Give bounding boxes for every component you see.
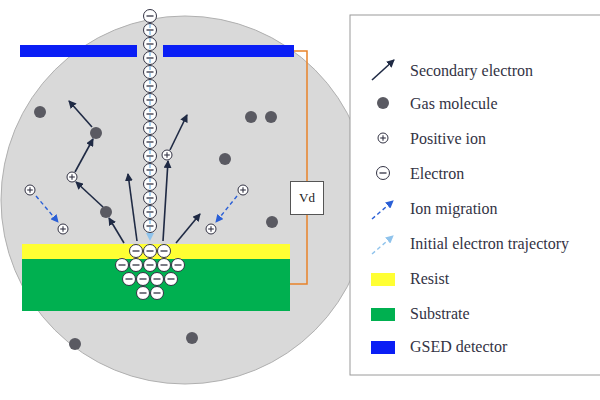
- legend-text: Gas molecule: [410, 95, 498, 113]
- legend-symbol: [372, 201, 393, 219]
- gsed-detector: [20, 45, 137, 57]
- legend-swatch: [371, 341, 395, 354]
- legend-symbol: [372, 236, 393, 254]
- legend-text: Positive ion: [410, 130, 486, 148]
- wire: [294, 51, 307, 181]
- legend-frame: [350, 15, 600, 375]
- legend-symbol: [372, 60, 394, 80]
- resist: [22, 244, 290, 259]
- gsed-detector: [163, 45, 294, 57]
- legend-swatch: [371, 308, 395, 321]
- gas-molecules: [34, 106, 278, 350]
- ion-migration: [36, 196, 237, 222]
- legend-text: Electron: [410, 165, 464, 183]
- voltage-label: Vd: [299, 190, 315, 206]
- legend-swatch: [371, 273, 395, 286]
- legend-symbol: [378, 133, 388, 143]
- legend-text: Substrate: [410, 305, 470, 323]
- substrate: [22, 259, 290, 311]
- secondary-electrons: [69, 101, 200, 243]
- initial-trajectory: [149, 24, 151, 240]
- legend-text: Secondary electron: [410, 62, 533, 80]
- wire: [290, 215, 307, 284]
- legend-text: Resist: [410, 270, 449, 288]
- legend-text: Initial electron trajectory: [410, 235, 569, 253]
- chamber: [1, 16, 369, 384]
- voltage-box: Vd: [290, 181, 324, 215]
- legend-symbol: [377, 97, 389, 109]
- trapped-electrons: [116, 245, 185, 300]
- legend-symbol: [377, 167, 390, 180]
- legend-text: Ion migration: [410, 200, 498, 218]
- legend-text: GSED detector: [410, 338, 507, 356]
